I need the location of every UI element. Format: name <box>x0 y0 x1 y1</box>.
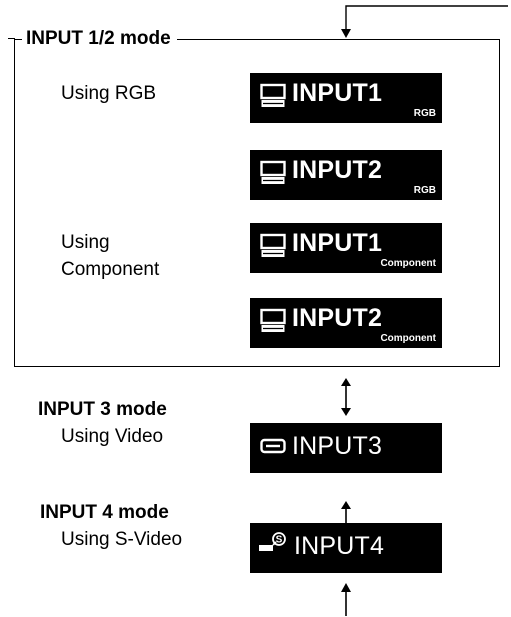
osd-main-text: INPUT3 <box>292 432 383 460</box>
osd-sub-text: RGB <box>413 185 436 196</box>
osd-input1-component: INPUT1 Component <box>250 223 442 273</box>
input12-mode-title: INPUT 1/2 mode <box>22 27 177 51</box>
osd-input2-rgb: INPUT2 RGB <box>250 150 442 200</box>
osd-main-text: INPUT4 <box>294 532 385 560</box>
using-component-label-line2: Component <box>61 259 160 280</box>
osd-sub-text: Component <box>380 333 436 344</box>
using-s-video-label: Using S-Video <box>61 529 183 550</box>
osd-main-text: INPUT1 <box>292 229 383 257</box>
frame-corner-tick <box>8 38 15 39</box>
osd-main-text: INPUT2 <box>292 304 383 332</box>
computer-icon <box>260 308 286 332</box>
osd-input2-component: INPUT2 Component <box>250 298 442 348</box>
osd-input3: INPUT3 <box>250 423 442 473</box>
video-icon <box>260 438 286 454</box>
input4-mode-title: INPUT 4 mode <box>40 502 169 523</box>
osd-main-text: INPUT2 <box>292 156 383 184</box>
osd-sub-text: Component <box>380 258 436 269</box>
osd-input4: S INPUT4 <box>250 523 442 573</box>
input3-mode-title: INPUT 3 mode <box>38 399 167 420</box>
using-component-label-line1: Using <box>61 232 110 253</box>
loop-out-arrow <box>341 583 351 616</box>
osd-input1-rgb: INPUT1 RGB <box>250 73 442 123</box>
osd-sub-text: RGB <box>413 108 436 119</box>
double-arrow-1 <box>341 378 351 416</box>
loop-in-arrow <box>341 5 508 38</box>
using-video-label: Using Video <box>61 426 164 447</box>
osd-main-text: INPUT1 <box>292 79 383 107</box>
input12-mode-frame <box>14 39 500 367</box>
using-rgb-label: Using RGB <box>61 83 157 104</box>
computer-icon <box>260 233 286 257</box>
svg-text:S: S <box>276 535 283 546</box>
s-video-icon: S <box>259 532 286 551</box>
computer-icon <box>260 160 286 184</box>
computer-icon <box>260 83 286 107</box>
